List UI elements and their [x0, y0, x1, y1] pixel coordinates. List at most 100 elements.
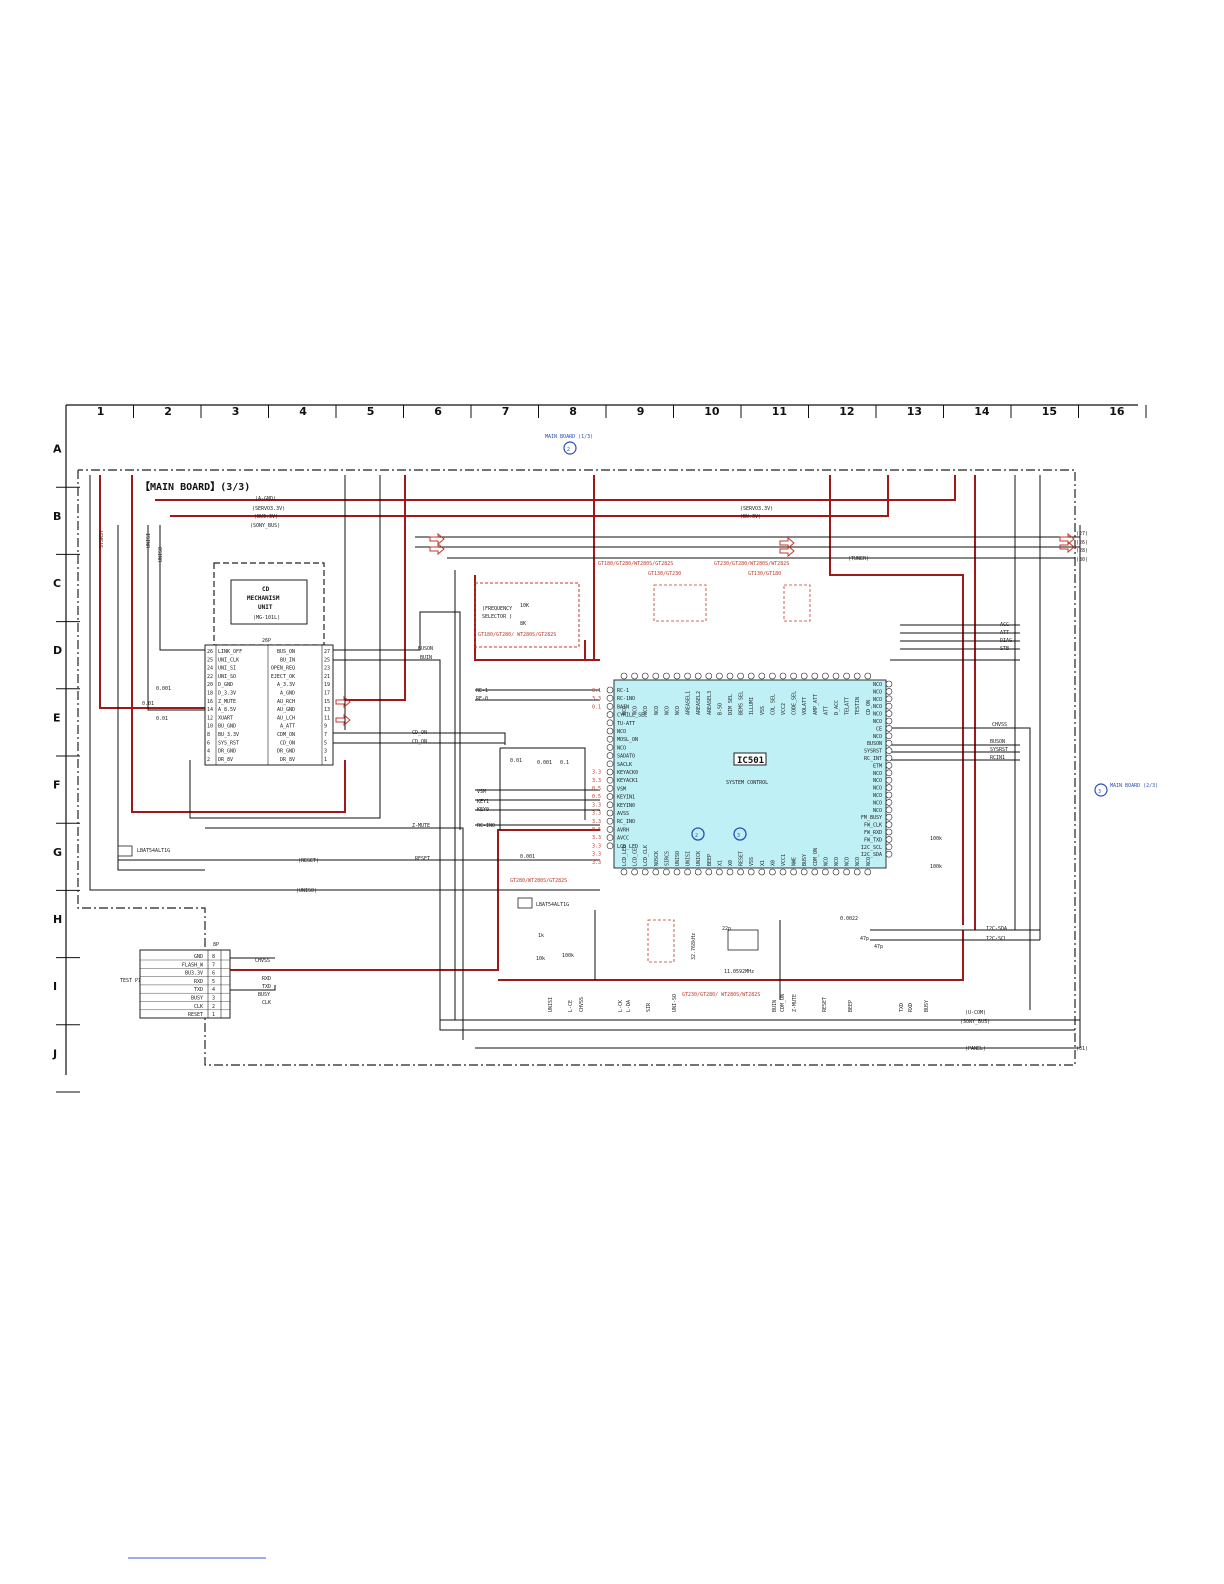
- ic-pin: [885, 695, 893, 703]
- cd-pin-label: BU_GND: [218, 724, 236, 730]
- cd-pin-label: A_GND: [280, 691, 295, 697]
- ic-pin: [885, 725, 893, 732]
- ic-pin-label: X1: [760, 860, 766, 866]
- ref-main-board-1-3: MAIN BOARD (1/3) 2: [545, 434, 593, 455]
- ic-pin-label: NCO: [834, 857, 840, 866]
- ic-pin: [885, 828, 893, 836]
- component-value: 0.01: [510, 758, 522, 764]
- cd-pin-number: 19: [324, 682, 330, 688]
- cd-pin-label: DR_8V: [280, 757, 295, 763]
- svg-text:(PANEL): (PANEL): [965, 1046, 986, 1052]
- ic-pin-label: FW_RXD: [864, 830, 882, 836]
- svg-text:(SERVO3.3V): (SERVO3.3V): [740, 506, 773, 512]
- grid-row-label: J: [52, 1047, 57, 1060]
- cd-pin-number: 9: [324, 724, 327, 730]
- svg-text:GT180/GT280/WT280S/GT282S: GT180/GT280/WT280S/GT282S: [598, 561, 673, 567]
- svg-text:(BU3.3V): (BU3.3V): [254, 514, 278, 520]
- ic-pin-label: NCO: [873, 719, 882, 725]
- cd-pin-number: 24: [207, 666, 213, 672]
- ic-pin: [716, 672, 723, 680]
- svg-text:SYSRST: SYSRST: [990, 747, 1008, 753]
- cd-pin-number: 1: [324, 757, 327, 763]
- ic-pin-label: AREASEL1: [686, 691, 692, 715]
- ic-pin-label: RC-1: [617, 688, 629, 694]
- svg-text:(28): (28): [1076, 548, 1088, 554]
- component-value: 100k: [930, 864, 942, 870]
- cd-pin-label: D_3.3V: [218, 691, 236, 697]
- bottom-net-label: Z-MUTE: [792, 994, 798, 1012]
- grid-row-label: A: [53, 443, 62, 456]
- bottom-net-label: SIR: [646, 1002, 652, 1012]
- svg-text:SYSRST: SYSRST: [99, 530, 105, 548]
- grid-column-label: 8: [569, 405, 577, 418]
- ic-pin-label: AMP_ATT: [813, 694, 819, 715]
- component-value: 100k: [930, 836, 942, 842]
- svg-text:CHVSS: CHVSS: [255, 958, 270, 964]
- ic-pin-label: AVCC: [617, 836, 629, 842]
- cd-pin-label: A_3.3V: [277, 682, 295, 688]
- ic-pin: [885, 799, 893, 806]
- voltage-label: 3.3: [592, 770, 601, 776]
- ic-pin: [769, 868, 776, 876]
- ic-pin: [606, 768, 614, 776]
- ic-pin-label: AVSS: [617, 811, 629, 817]
- svg-text:BUSON: BUSON: [418, 646, 433, 652]
- svg-text:(SONY_BUS): (SONY_BUS): [250, 523, 280, 529]
- grid-column-label: 16: [1109, 405, 1125, 418]
- ic-pin-label: NCO: [873, 778, 882, 784]
- ic-pin-label: NCO: [873, 734, 882, 740]
- cd-pin-label: UNI_CLK: [218, 657, 239, 663]
- grid-column-label: 7: [502, 405, 510, 418]
- svg-text:RESET: RESET: [415, 856, 430, 862]
- voltage-label: 0.5: [592, 794, 601, 800]
- svg-text:3: 3: [737, 833, 740, 839]
- ic-pin: [606, 719, 614, 727]
- test-pin-number: 3: [212, 996, 215, 1002]
- svg-text:CD_ON: CD_ON: [412, 730, 427, 736]
- grid-row-label: F: [53, 779, 61, 792]
- ic-pin-label: NCO: [617, 745, 626, 751]
- grid-column-label: 13: [907, 405, 922, 418]
- cd-pin-label: CDM_ON: [277, 732, 295, 738]
- test-pin-label: FLASH_W: [182, 962, 204, 968]
- variant-notes: GT180/GT280/WT280S/GT282S GT130/GT230 GT…: [510, 561, 811, 998]
- cd-pin-number: 7: [324, 732, 327, 738]
- ic-pin: [606, 752, 614, 759]
- ic-pin: [811, 868, 819, 876]
- cd-pin-label: DR_8V: [218, 757, 233, 763]
- grid-column-label: 9: [637, 405, 645, 418]
- ic-pin-label: NCO: [873, 808, 882, 814]
- ic-pin: [758, 868, 766, 876]
- ic-pin: [606, 842, 614, 850]
- svg-text:2: 2: [567, 447, 570, 453]
- component-value: 100k: [562, 953, 574, 959]
- ic-pin-label: AREASEL2: [696, 691, 702, 715]
- ic-pin-label: KEYACK1: [617, 778, 638, 784]
- svg-text:CD_ON: CD_ON: [412, 739, 427, 745]
- ic-pin: [885, 717, 893, 725]
- ic-pin-label: RESET: [739, 851, 745, 866]
- ic-pin-label: TESTIN: [855, 697, 861, 715]
- cd-pin-label: AU_LCH: [277, 715, 295, 721]
- svg-text:(BU.3V): (BU.3V): [740, 514, 761, 520]
- voltage-label: 3.3: [592, 860, 601, 866]
- ic-pin: [822, 868, 829, 876]
- ic-pin-label: RC_INO: [617, 819, 635, 825]
- ic-voltages: 0.13.30.13.33.30.50.53.33.33.30.53.33.33…: [592, 688, 601, 866]
- test-pin-number: 6: [212, 971, 215, 977]
- svg-text:(SERVO3.3V): (SERVO3.3V): [252, 506, 285, 512]
- svg-text:IC501: IC501: [737, 756, 764, 766]
- ic-pin-label: BEEP: [707, 854, 713, 866]
- voltage-label: 3.3: [592, 819, 601, 825]
- ic-pin: [606, 703, 614, 710]
- test-pin-label: CLK: [194, 1004, 203, 1010]
- ic-pin: [606, 694, 614, 702]
- test-pin-label: TXD: [194, 987, 203, 993]
- ic-pin: [684, 868, 691, 876]
- ic-pin-label: NCO: [633, 706, 639, 715]
- svg-text:RE-1: RE-1: [476, 688, 488, 694]
- test-pin-label: RESET: [188, 1012, 203, 1018]
- svg-text:(UNISO): (UNISO): [296, 888, 317, 894]
- cd-pin-number: 21: [324, 674, 330, 680]
